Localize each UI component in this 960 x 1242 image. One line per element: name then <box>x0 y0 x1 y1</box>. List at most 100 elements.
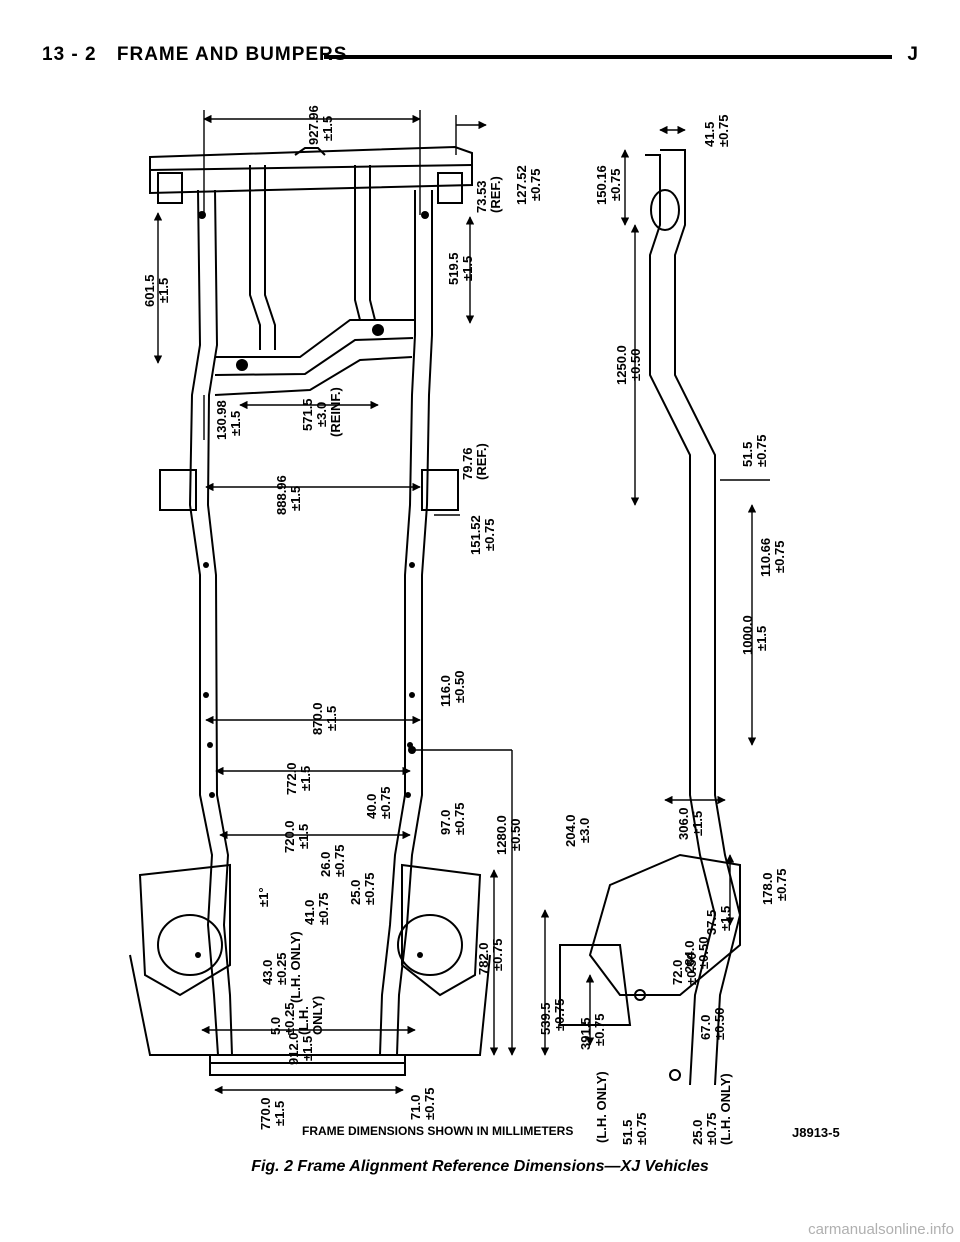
dim-67-0-value: 67.0 <box>698 1015 713 1040</box>
dim-284-0-tol: ±0.50 <box>696 937 711 969</box>
dim-lh-only: (L.H. ONLY) <box>594 1071 609 1143</box>
dim-73-53-tol: (REF.) <box>488 176 503 213</box>
dim-306-0-value: 306.0 <box>676 807 691 840</box>
dim-720-0-tol: ±1.5 <box>296 824 311 849</box>
dim-51-5a: 51.5 ±0.75 <box>740 435 769 467</box>
frame-top-view <box>129 145 491 1076</box>
header-rule <box>324 55 892 59</box>
dim-770-0: 770.0 ±1.5 <box>258 1097 287 1130</box>
header-left: 13 - 2 FRAME AND BUMPERS <box>42 44 347 66</box>
dim-888-96-value: 888.96 <box>274 475 289 515</box>
dim-178-0-value: 178.0 <box>760 872 775 905</box>
dim-772-0: 772.0 ±1.5 <box>284 762 313 795</box>
dim-97-0: 97.0 ±0.75 <box>438 803 467 835</box>
dim-284-0-value: 284.0 <box>682 940 697 973</box>
dim-150-16: 150.16 ±0.75 <box>594 165 623 205</box>
dim-772-0-value: 772.0 <box>284 762 299 795</box>
dim-770-0-tol: ±1.5 <box>272 1101 287 1126</box>
dim-40-0: 40.0 ±0.75 <box>364 787 393 819</box>
dim-391-5-value: 391.5 <box>578 1017 593 1050</box>
dim-26-0: 26.0 ±0.75 <box>318 845 347 877</box>
page-number: 13 - 2 <box>42 44 97 65</box>
dim-870-0-value: 870.0 <box>310 702 325 735</box>
dim-25-0a: 25.0 ±0.75 <box>348 873 377 905</box>
dim-116-0: 116.0 ±0.50 <box>438 671 467 707</box>
dim-127-52-value: 127.52 <box>514 165 529 205</box>
dim-43-0-tol: ±0.25 <box>274 953 289 985</box>
dim-130-98: 130.98 ±1.5 <box>214 400 243 440</box>
dim-79-76-tol: (REF.) <box>474 443 489 480</box>
dim-870-0-tol: ±1.5 <box>324 706 339 731</box>
dim-770-0-value: 770.0 <box>258 1097 273 1130</box>
dim-51-5a-tol: ±0.75 <box>754 435 769 467</box>
dim-41-0: 41.0 ±0.75 <box>302 893 331 925</box>
dim-927-96-value: 927.96 <box>306 105 321 145</box>
dim-127-52: 127.52 ±0.75 <box>514 165 543 205</box>
dim-151-52: 151.52 ±0.75 <box>468 515 497 555</box>
dim-97-0-tol: ±0.75 <box>452 803 467 835</box>
dim-72-0-value: 72.0 <box>670 960 685 985</box>
dim-1280-0-tol: ±0.50 <box>508 819 523 851</box>
dim-782-0-value: 782.0 <box>476 942 491 975</box>
figure-caption: Fig. 2 Frame Alignment Reference Dimensi… <box>251 1158 709 1175</box>
dim-571-5-note: (REINF.) <box>328 387 343 437</box>
dim-151-52-tol: ±0.75 <box>482 519 497 551</box>
dim-116-0-value: 116.0 <box>438 675 453 707</box>
page-header: 13 - 2 FRAME AND BUMPERS J <box>42 44 918 72</box>
dim-40-0-tol: ±0.75 <box>378 787 393 819</box>
dim-782-0-tol: ±0.75 <box>490 939 505 971</box>
dim-110-66: 110.66 ±0.75 <box>758 538 787 577</box>
dim-306-0: 306.0 ±1.5 <box>676 807 705 840</box>
dim-1deg: ±1° <box>256 887 271 907</box>
frame-diagram: 927.96 ±1.5 127.52 ±0.75 73.53 (REF.) 60… <box>120 95 880 1145</box>
dim-284-0: 284.0 ±0.50 <box>682 937 711 973</box>
units-note: FRAME DIMENSIONS SHOWN IN MILLIMETERS <box>302 1124 573 1138</box>
dim-5-0-note1: (L.H. <box>296 1006 311 1035</box>
dim-79-76-value: 79.76 <box>460 447 475 480</box>
dim-67-0: 67.0 ±0.50 <box>698 1008 727 1040</box>
figure-id: J8913-5 <box>792 1125 840 1140</box>
dim-571-5-value: 571.5 <box>300 398 315 431</box>
frame-holes <box>195 211 429 958</box>
dim-1250-0-value: 1250.0 <box>614 345 629 385</box>
dim-51-5b-tol: ±0.75 <box>634 1113 649 1145</box>
dim-772-0-tol: ±1.5 <box>298 766 313 791</box>
dim-912-0-value: 912.0 <box>286 1032 301 1065</box>
dim-601-5-value: 601.5 <box>142 274 157 307</box>
dim-178-0-tol: ±0.75 <box>774 869 789 901</box>
frame-side-view <box>559 149 742 1086</box>
dim-782-0: 782.0 ±0.75 <box>476 939 505 975</box>
dim-41-5-value: 41.5 <box>702 122 717 147</box>
dim-870-0: 870.0 ±1.5 <box>310 702 339 735</box>
dim-73-53: 73.53 (REF.) <box>474 176 503 213</box>
dim-25-0a-tol: ±0.75 <box>362 873 377 905</box>
dim-41-5: 41.5 ±0.75 <box>702 115 731 147</box>
dim-43-0-note: (L.H. ONLY) <box>288 931 303 1003</box>
dim-571-5-tol: ±3.0 <box>314 402 329 427</box>
dim-927-96-tol: ±1.5 <box>320 116 335 141</box>
dim-130-98-value: 130.98 <box>214 400 229 440</box>
dim-539-5-value: 539.5 <box>538 1002 553 1035</box>
dim-151-52-value: 151.52 <box>468 515 483 555</box>
edition-letter: J <box>907 44 918 65</box>
dim-601-5: 601.5 ±1.5 <box>142 274 171 307</box>
dim-41-0-tol: ±0.75 <box>316 893 331 925</box>
frame-diagram-svg: 927.96 ±1.5 127.52 ±0.75 73.53 (REF.) 60… <box>129 105 840 1145</box>
dim-927-96: 927.96 ±1.5 <box>306 105 335 145</box>
dim-204-0-value: 204.0 <box>563 814 578 847</box>
dim-71-0: 71.0 ±0.75 <box>408 1088 437 1120</box>
dim-519-5-value: 519.5 <box>446 252 461 285</box>
dim-25-0b-note: (L.H. ONLY) <box>718 1073 733 1145</box>
dim-lh-only-note: (L.H. ONLY) <box>594 1071 609 1143</box>
dim-1280-0-value: 1280.0 <box>494 815 509 855</box>
dim-51-5b-value: 51.5 <box>620 1120 635 1145</box>
dim-25-0b: 25.0 ±0.75 (L.H. ONLY) <box>690 1073 733 1145</box>
dim-43-0: 43.0 ±0.25 (L.H. ONLY) <box>260 931 303 1003</box>
dim-5-0-tol: ±0.25 <box>282 1003 297 1035</box>
section-title: FRAME AND BUMPERS <box>116 44 348 65</box>
dim-5-0-note2: ONLY) <box>310 996 325 1035</box>
dim-37-5: 37.5 ±1.5 <box>704 906 733 935</box>
dim-73-53-value: 73.53 <box>474 180 489 213</box>
dim-72-0-tol: ±0.50 <box>684 953 699 985</box>
dim-1deg-value: ±1° <box>256 887 271 907</box>
